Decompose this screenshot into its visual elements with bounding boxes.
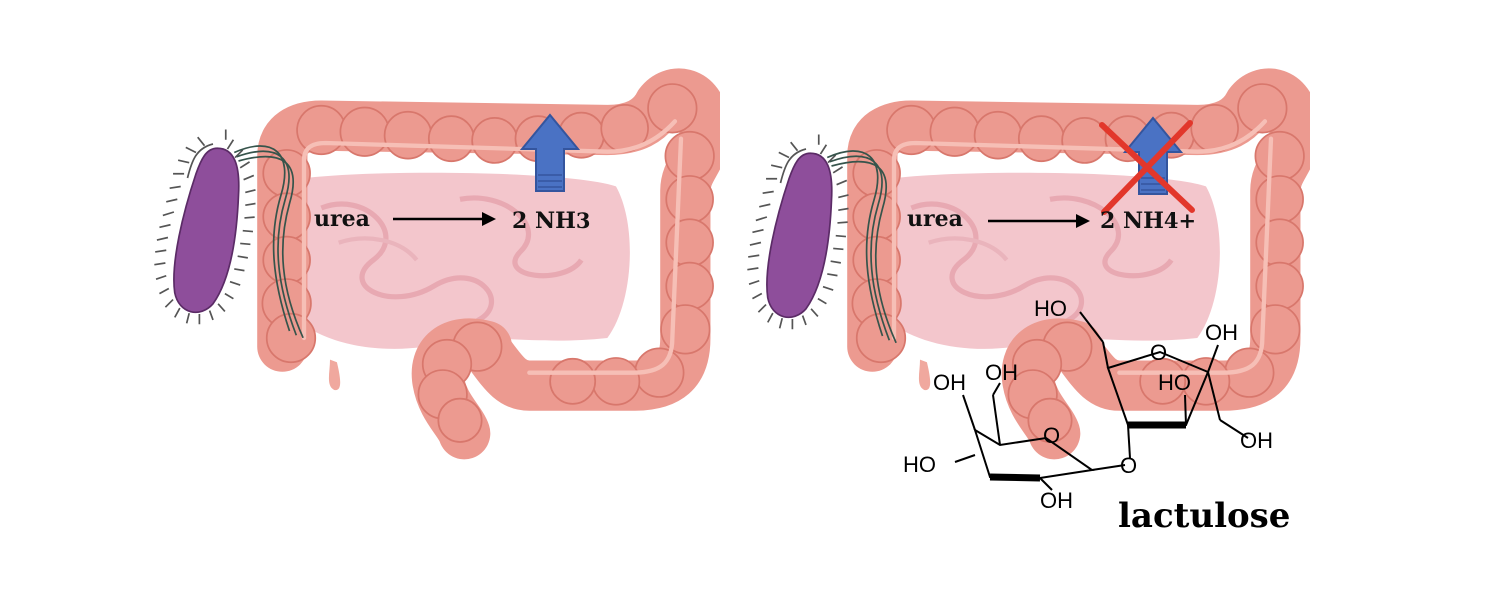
svg-text:O: O <box>1043 423 1060 448</box>
svg-text:OH: OH <box>1205 320 1238 345</box>
svg-text:HO: HO <box>903 452 936 477</box>
svg-text:HO: HO <box>1158 370 1191 395</box>
svg-text:O: O <box>1120 453 1137 478</box>
large-intestine-illustration <box>262 84 714 442</box>
left-reactant-label: urea <box>314 206 370 232</box>
right-product-label: 2 NH4+ <box>1100 208 1196 234</box>
left-reaction-arrow <box>393 212 496 226</box>
lactulose-atom-labels: HO OH O HO OH O O OH OH HO OH <box>903 296 1273 513</box>
lactulose-caption: lactulose <box>1118 496 1290 536</box>
svg-text:OH: OH <box>933 370 966 395</box>
svg-text:OH: OH <box>985 360 1018 385</box>
large-intestine-illustration <box>852 84 1304 442</box>
right-reactant-label: urea <box>907 206 963 232</box>
svg-text:OH: OH <box>1240 428 1273 453</box>
left-panel: urea 2 NH3 <box>153 84 714 442</box>
left-product-label: 2 NH3 <box>512 208 591 234</box>
right-panel: urea 2 NH4+ <box>746 84 1304 536</box>
svg-text:O: O <box>1150 340 1167 365</box>
svg-text:HO: HO <box>1034 296 1067 321</box>
right-reaction-arrow <box>988 214 1090 228</box>
red-x-icon <box>1099 120 1195 215</box>
svg-text:OH: OH <box>1040 488 1073 513</box>
lactulose-structure <box>954 311 1249 491</box>
